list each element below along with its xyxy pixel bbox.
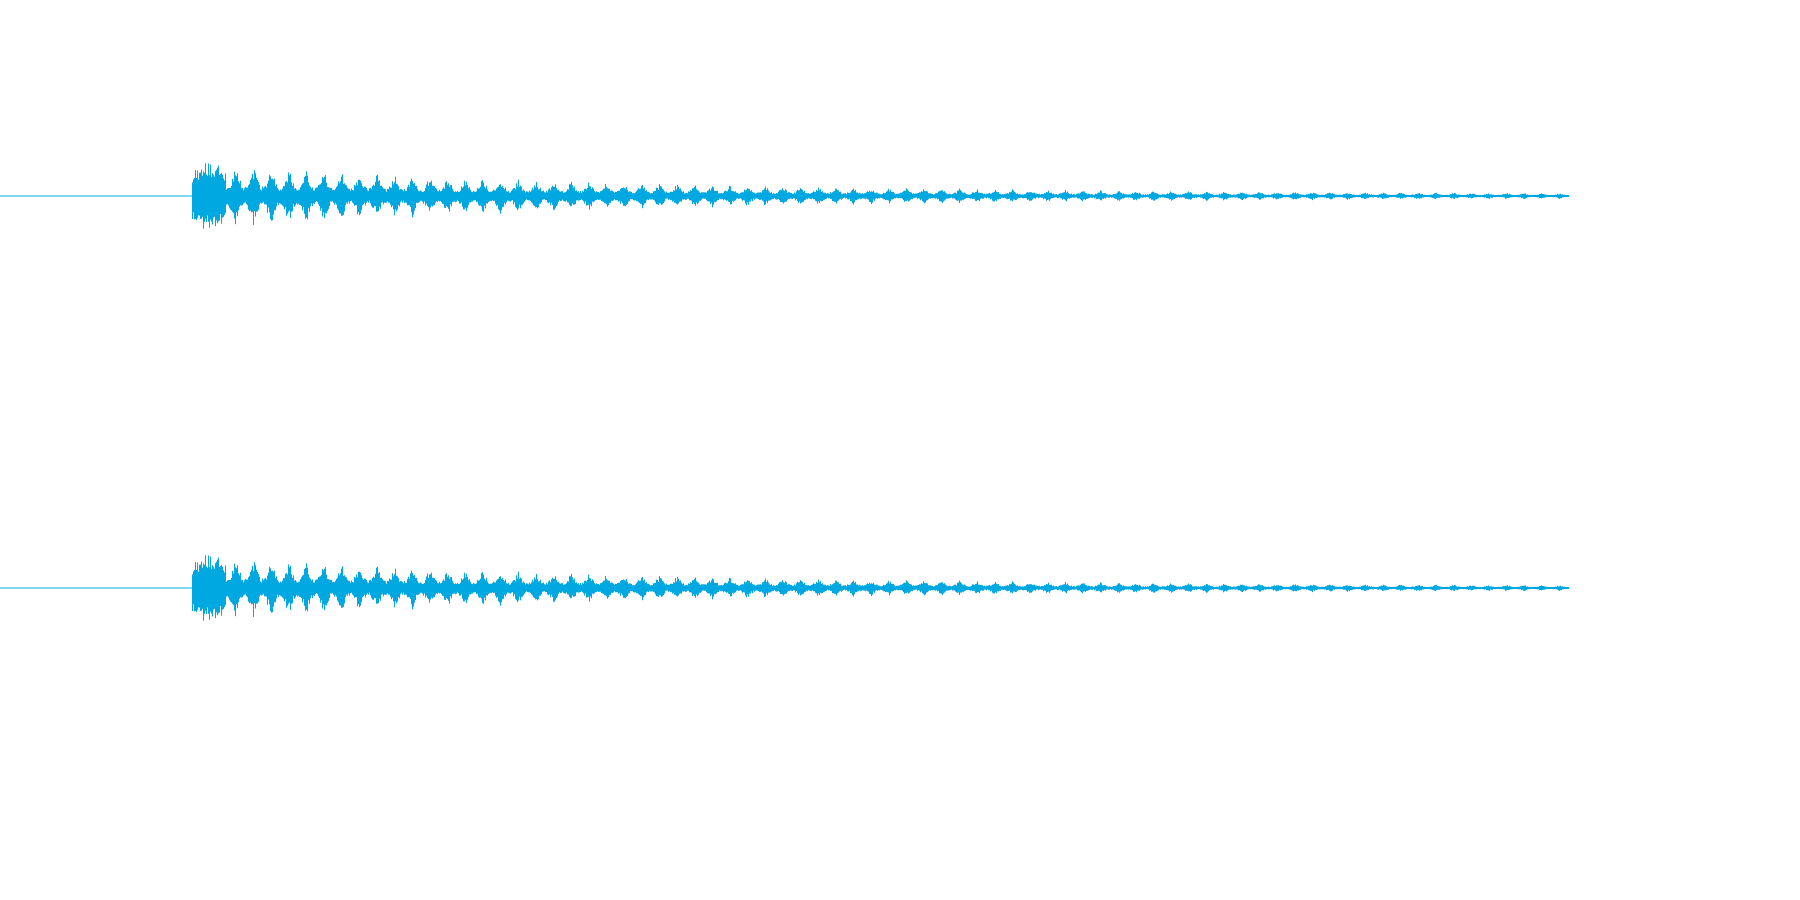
waveform-channel-2 <box>0 555 1569 621</box>
waveform-signal <box>192 555 1569 621</box>
waveform-channel-1 <box>0 163 1569 229</box>
waveform-signal <box>192 163 1569 229</box>
